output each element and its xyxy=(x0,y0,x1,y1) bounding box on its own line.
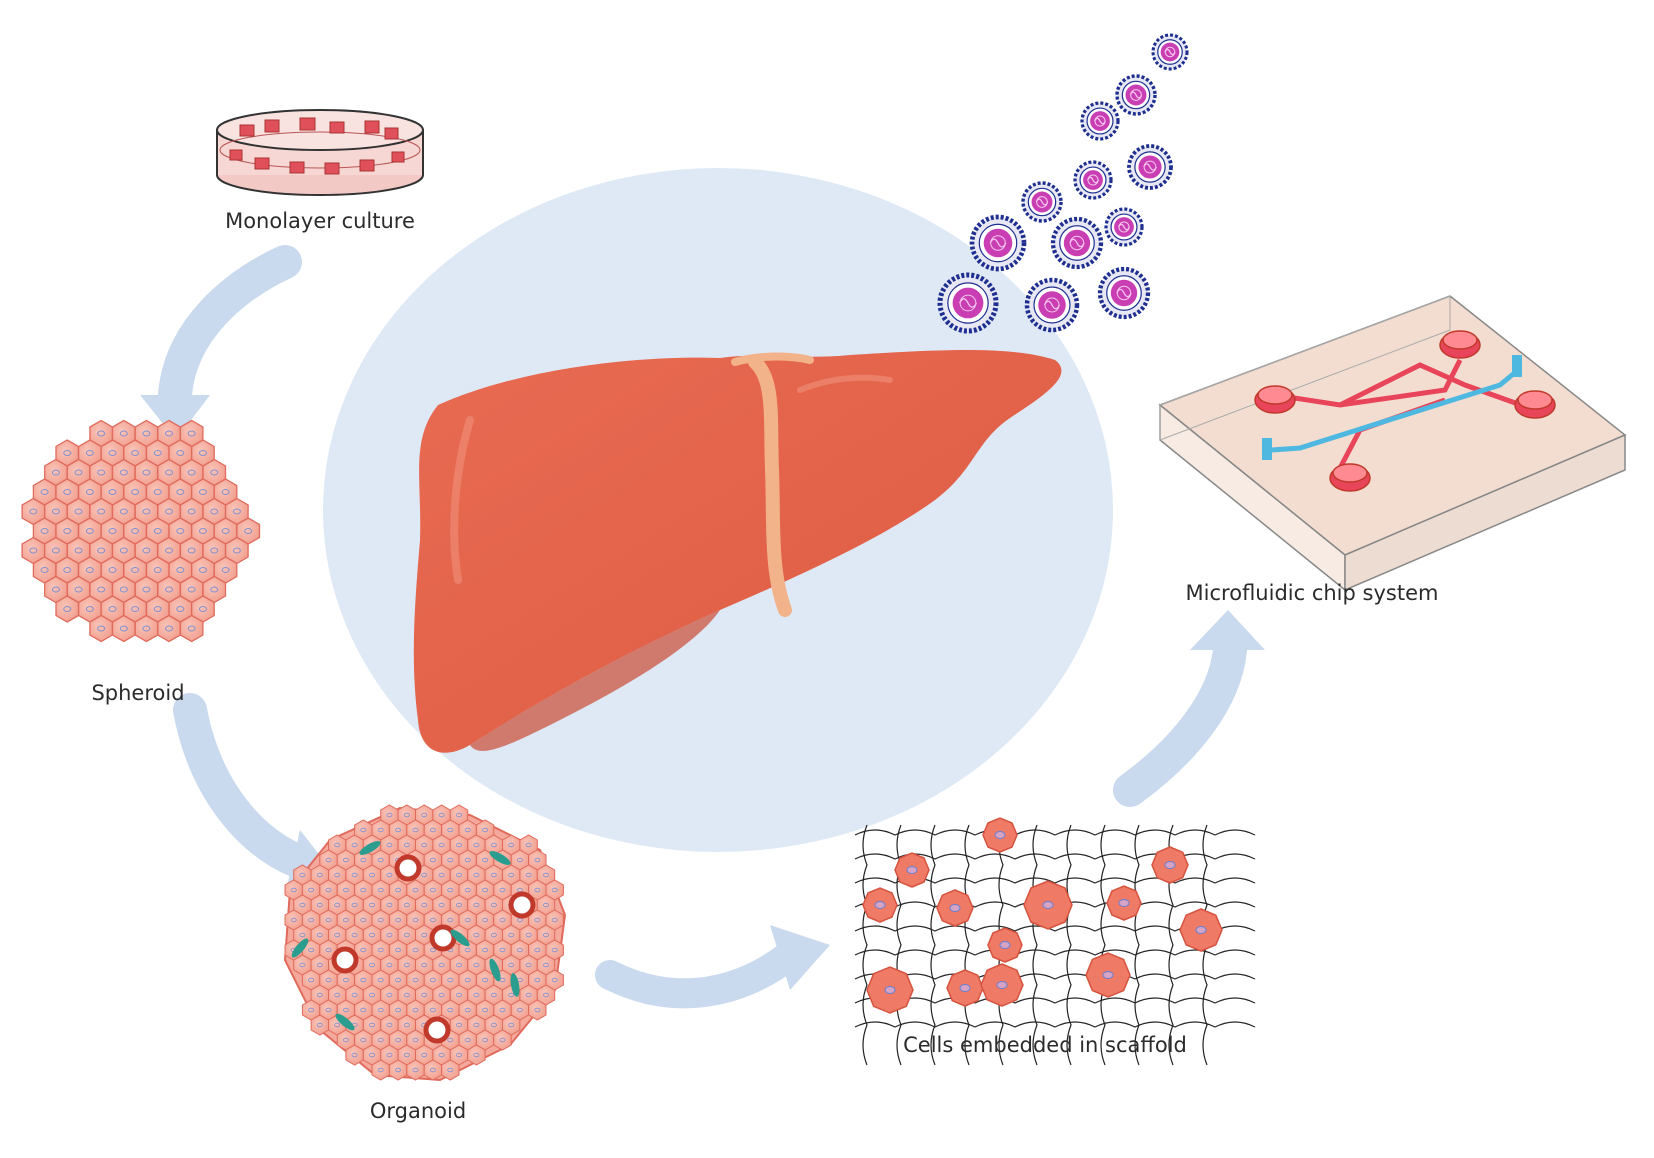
virus-icon xyxy=(1080,101,1120,141)
virus-icon xyxy=(1115,74,1157,116)
spheroid-icon xyxy=(21,419,261,643)
scaffold-label: Cells embedded in scaffold xyxy=(903,1033,1187,1057)
liver-icon xyxy=(413,350,1062,753)
virus-icon xyxy=(1104,207,1144,247)
virus-icon xyxy=(937,272,999,334)
chip-label: Microfluidic chip system xyxy=(1186,581,1439,605)
organoid-icon xyxy=(283,804,567,1082)
virus-group xyxy=(937,33,1189,334)
virus-icon xyxy=(1024,277,1080,333)
virus-icon xyxy=(1021,181,1063,223)
virus-icon xyxy=(1151,33,1189,71)
organoid-label: Organoid xyxy=(370,1099,466,1123)
virus-icon xyxy=(969,214,1027,272)
scaffold-icon xyxy=(854,817,1256,1066)
virus-icon xyxy=(1127,144,1173,190)
arrow-organoid-to-scaffold xyxy=(595,925,830,1009)
spheroid-label: Spheroid xyxy=(91,681,184,705)
microfluidic-chip-icon xyxy=(1158,295,1627,592)
virus-icon xyxy=(1073,160,1113,200)
virus-icon xyxy=(1050,216,1104,270)
monolayer-label: Monolayer culture xyxy=(225,209,415,233)
arrow-scaffold-to-chip xyxy=(1113,610,1265,807)
petri-dish-icon xyxy=(216,109,424,196)
arrow-monolayer-to-spheroid xyxy=(140,245,302,440)
virus-icon xyxy=(1097,266,1151,320)
